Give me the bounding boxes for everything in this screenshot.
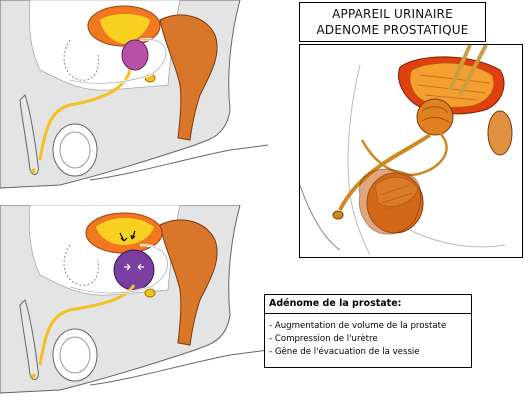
epididymis xyxy=(358,168,422,235)
title-box: APPAREIL URINAIRE ADENOME PROSTATIQUE xyxy=(299,2,486,42)
rectum xyxy=(159,219,218,346)
ureter xyxy=(458,44,488,96)
adenoma-anatomy-illustration xyxy=(0,204,269,400)
list-item: - Gêne de l'évacuation de la vessie xyxy=(269,347,420,357)
ureter xyxy=(448,44,472,91)
detailed-anatomy-illustration xyxy=(299,44,513,256)
symptom-list: - Augmentation de volume de la prostate … xyxy=(269,320,446,359)
compression-arrow xyxy=(137,263,144,271)
penis xyxy=(19,94,39,176)
info-box: Adénome de la prostate: - Augmentation d… xyxy=(264,294,472,368)
rectum xyxy=(487,110,513,156)
seminal-vesicle xyxy=(144,288,156,298)
pubic-bone xyxy=(63,244,99,286)
bladder-urine xyxy=(96,218,154,245)
info-heading: Adénome de la prostate: xyxy=(265,295,471,314)
urethra xyxy=(38,284,136,366)
title-line-1: APPAREIL URINAIRE xyxy=(332,7,453,21)
normal-anatomy-illustration xyxy=(0,0,269,200)
prostate xyxy=(121,39,149,71)
prostate-enlarged xyxy=(113,249,155,291)
compression-arrow xyxy=(119,232,128,242)
compression-arrow xyxy=(130,230,136,240)
title-line-2: ADENOME PROSTATIQUE xyxy=(316,23,469,37)
list-item: - Augmentation de volume de la prostate xyxy=(269,321,447,331)
urethra xyxy=(38,69,132,161)
pubic-bone xyxy=(63,39,99,81)
detailed-anatomy-box xyxy=(299,44,523,258)
penis-tip xyxy=(332,210,344,220)
rectum xyxy=(159,14,218,141)
list-item: - Compression de l'urètre xyxy=(269,334,378,344)
penis xyxy=(19,299,39,381)
bladder-urine xyxy=(100,14,150,44)
compression-arrow xyxy=(124,263,131,271)
